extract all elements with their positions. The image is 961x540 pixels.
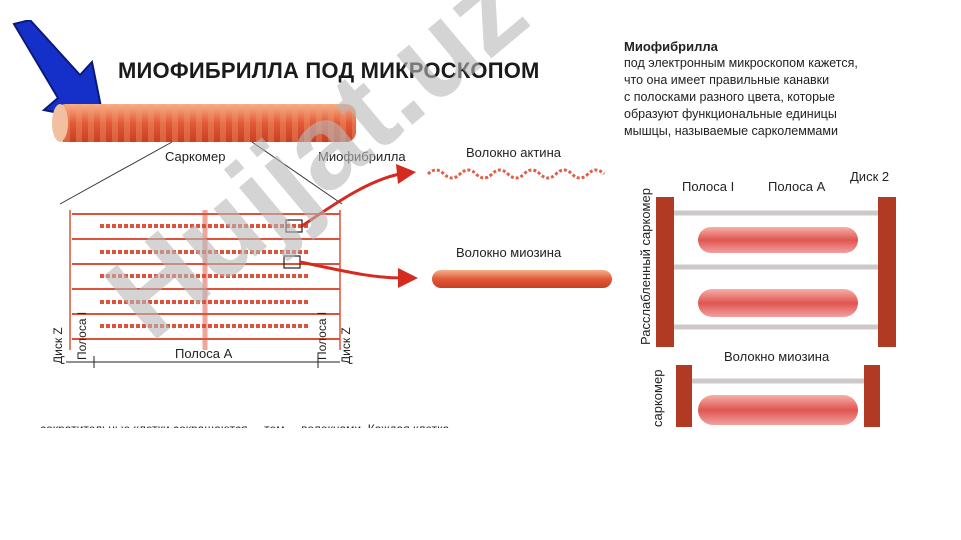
myofibril-label: Миофибрилла bbox=[318, 149, 406, 164]
description-line: под электронным микроскопом кажется, bbox=[624, 56, 858, 70]
right-band-i-label: Полоса I bbox=[682, 179, 734, 194]
myosin-filament bbox=[432, 270, 612, 288]
relaxed-sarcomere-label: Расслабленный саркомер bbox=[638, 188, 653, 345]
band-i-left-label: Полоса I bbox=[75, 312, 89, 360]
sarcomere-diagram: Полоса I Полоса A Диск 2 Расслабленный с… bbox=[638, 169, 896, 427]
description-line: мышцы, называемые сарколеммами bbox=[624, 124, 838, 138]
description-line: что она имеет правильные канавки bbox=[624, 73, 830, 87]
right-myosin-label: Волокно миозина bbox=[724, 349, 830, 364]
description-line: образуют функциональные единицы bbox=[624, 107, 837, 121]
vertical-labels: Диск Z Полоса I Полоса I Диск Z bbox=[51, 312, 353, 364]
pointer-arrow-icon bbox=[12, 20, 106, 124]
myofibril-diagram bbox=[52, 104, 612, 368]
footer-text: сократительные клетки сокращаются ... те… bbox=[40, 420, 615, 428]
myosin-label: Волокно миозина bbox=[456, 245, 562, 260]
sarcomere-filaments bbox=[69, 210, 341, 350]
disc-z-right-label: Диск Z bbox=[339, 327, 353, 364]
right-band-a-label: Полоса A bbox=[768, 179, 826, 194]
description-line: с полосками разного цвета, которые bbox=[624, 90, 835, 104]
sarcomere-label: Саркомер bbox=[165, 149, 226, 164]
description-heading: Миофибрилла bbox=[624, 39, 718, 54]
disc-right bbox=[878, 197, 896, 347]
actin-filament bbox=[426, 168, 606, 180]
page-title: МИОФИБРИЛЛА ПОД МИКРОСКОПОМ bbox=[118, 58, 540, 83]
sarcomere-partial-label: саркомер bbox=[650, 370, 665, 427]
actin-label: Волокно актина bbox=[466, 145, 561, 160]
band-i-right-label: Полоса I bbox=[315, 312, 329, 360]
disc-label: Диск 2 bbox=[850, 169, 889, 184]
description: Миофибрилла под электронным микроскопом … bbox=[624, 38, 924, 140]
band-a-label: Полоса A bbox=[175, 346, 233, 361]
disc-z-left-label: Диск Z bbox=[51, 327, 65, 364]
disc-left bbox=[656, 197, 674, 347]
